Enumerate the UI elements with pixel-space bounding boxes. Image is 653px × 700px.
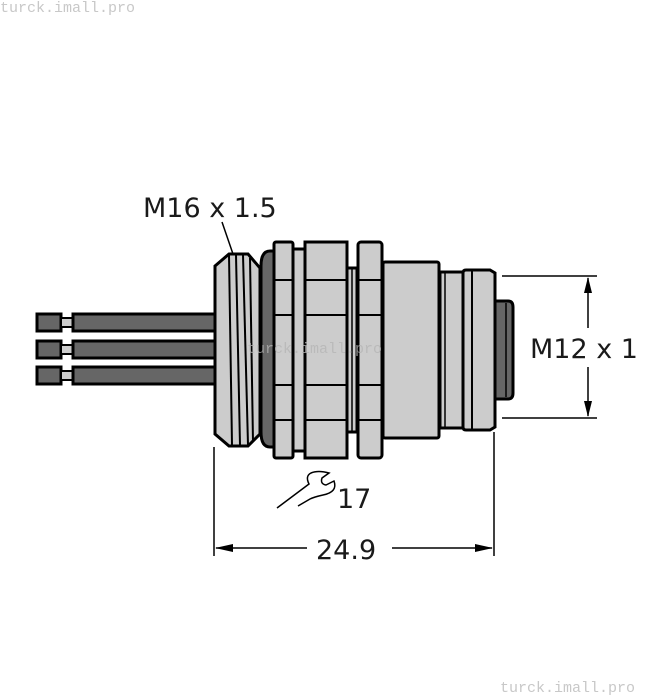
m12-insert	[493, 299, 515, 401]
wire-3	[35, 365, 218, 386]
seal-ring	[259, 249, 278, 449]
wire-1	[35, 312, 218, 333]
m12-label: M12 x 1	[530, 334, 638, 365]
rear-thread-nut	[213, 252, 262, 448]
wire-leads	[35, 312, 218, 386]
step-collar	[438, 270, 465, 430]
m12-dimension	[502, 275, 597, 419]
watermark-top: turck.imall.pro	[0, 0, 136, 17]
main-body	[381, 260, 441, 440]
watermark-center: turck.imall.pro	[247, 341, 383, 358]
length-label: 24.9	[316, 535, 376, 566]
length-dimension	[213, 432, 495, 556]
m12-coupling-ring	[461, 268, 497, 432]
m16-label: M16 x 1.5	[143, 193, 277, 224]
m16-leader-line	[221, 221, 234, 255]
wrench-icon	[276, 470, 336, 509]
wrench-size-label: 17	[337, 484, 371, 515]
watermark-bottom: turck.imall.pro	[500, 680, 636, 697]
wire-2	[35, 339, 218, 360]
